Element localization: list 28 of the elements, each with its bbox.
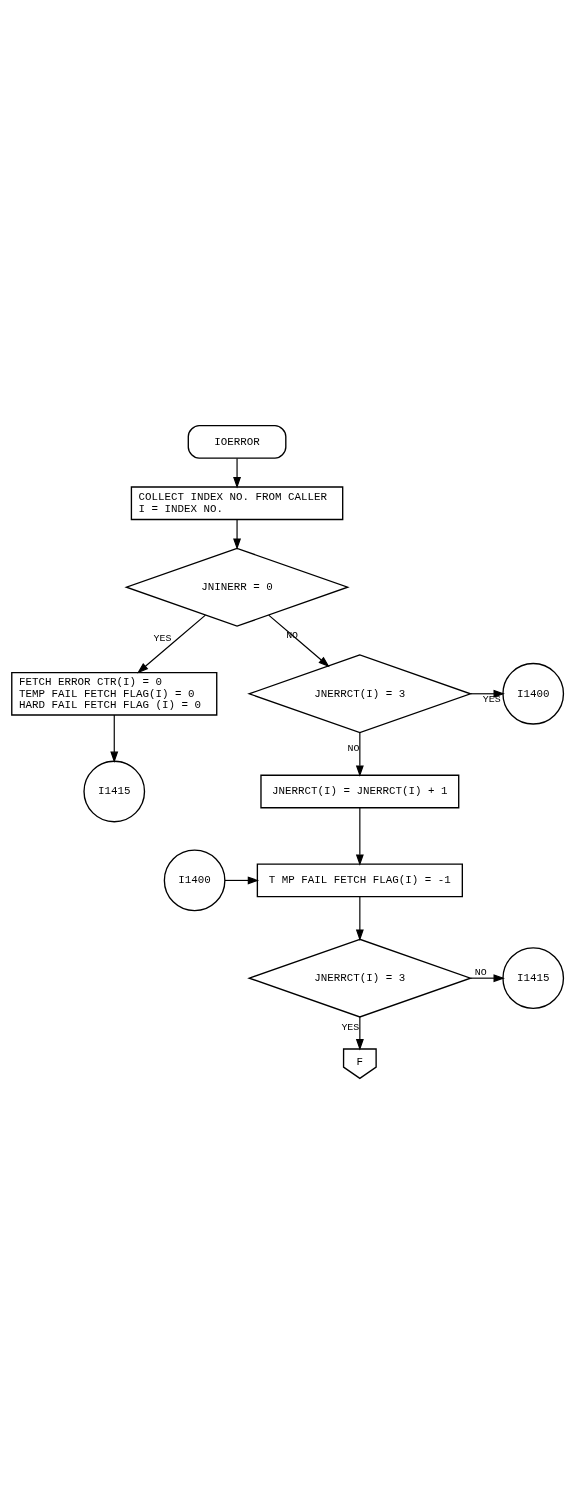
arrow xyxy=(355,732,364,777)
edge-label: YES xyxy=(153,632,172,644)
arrow xyxy=(355,896,364,941)
arrow xyxy=(233,457,242,489)
node-box: JNERRCT(I) = JNERRCT(I) + 1 xyxy=(260,774,460,809)
edge-label: YES xyxy=(482,693,501,705)
arrow xyxy=(268,614,330,668)
edge-label: NO xyxy=(474,967,487,979)
arrow xyxy=(355,1016,364,1051)
arrow xyxy=(233,519,242,550)
arrow xyxy=(355,807,364,866)
arrow xyxy=(469,689,505,698)
arrow xyxy=(110,714,119,763)
arrow xyxy=(137,614,206,674)
node-diamond: JNINERR = 0 xyxy=(124,547,350,627)
node-box: T MP FAIL FETCH FLAG(I) = -1 xyxy=(256,863,463,898)
node-box: COLLECT INDEX NO. FROM CALLER I = INDEX NO. xyxy=(130,486,344,521)
node-diamond: JNERRCT(I) = 3 xyxy=(247,938,473,1018)
node-circle: I1415 xyxy=(502,947,565,1010)
node-circle: I1400 xyxy=(502,662,565,725)
node-circle: I1400 xyxy=(163,849,226,912)
node-box: IOERROR xyxy=(187,424,287,459)
edge-label: NO xyxy=(347,743,360,755)
node-circle: I1415 xyxy=(83,760,146,823)
node-box: FETCH ERROR CTR(I) = 0 TEMP FAIL FETCH FLAG(I) = 0 HARD FAIL FETCH FLAG (I) = 0 xyxy=(11,671,218,716)
arrow xyxy=(469,974,505,983)
arrow xyxy=(224,876,260,885)
edge-label: YES xyxy=(341,1022,360,1034)
